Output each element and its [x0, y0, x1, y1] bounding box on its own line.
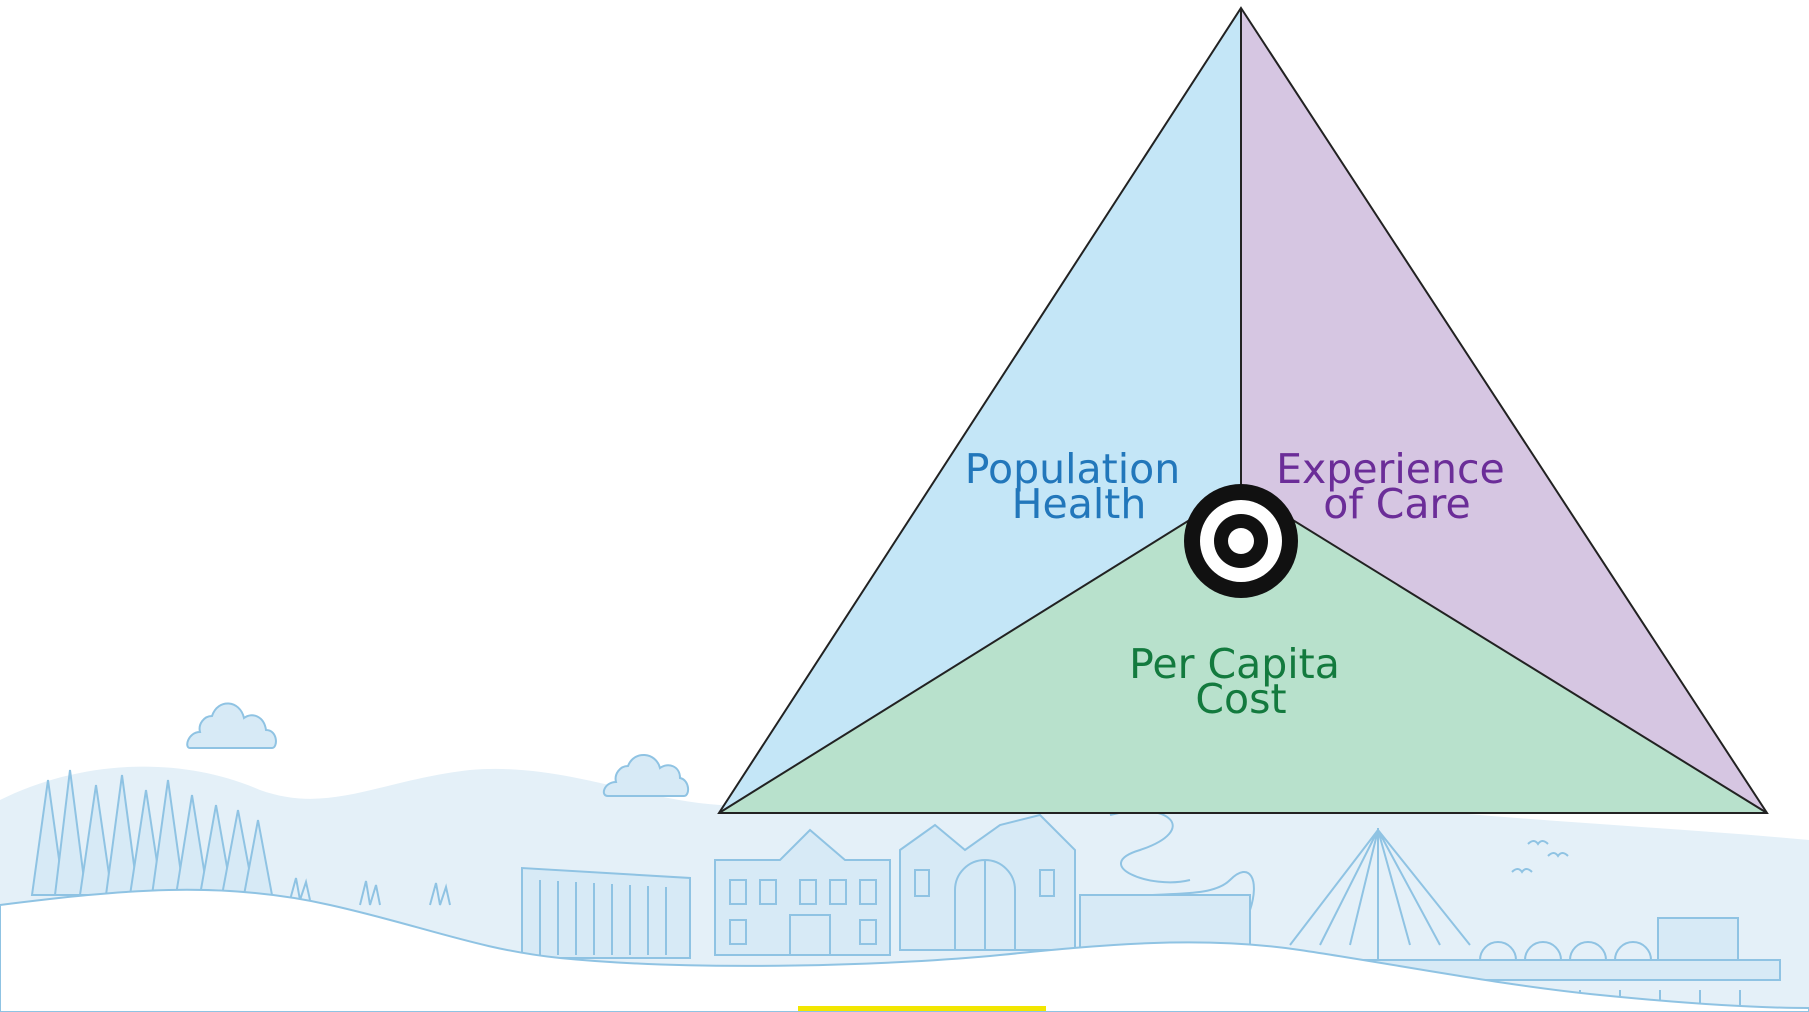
town-skyline-illustration — [0, 702, 1809, 1012]
bullseye-icon — [1184, 484, 1298, 598]
experience-of-care-label: Experience of Care — [1276, 445, 1518, 528]
pine-trees — [30, 769, 274, 896]
cloud-icon — [602, 754, 690, 797]
victorian-building — [714, 828, 891, 956]
arcade-building — [899, 813, 1076, 951]
triangle-outline — [717, 6, 1769, 814]
population-health-label: Population Health — [965, 445, 1193, 528]
cloud-icon — [186, 702, 277, 749]
per-capita-cost-segment — [719, 488, 1767, 813]
modern-building — [521, 866, 691, 959]
seagull-icons — [1511, 840, 1569, 874]
triple-aim-triangle: Population Health Experience of Care Per… — [717, 6, 1769, 814]
accent-bar — [798, 1006, 1046, 1011]
foreground-ground — [0, 888, 1809, 1012]
per-capita-cost-label: Per Capita Cost — [1129, 640, 1353, 723]
